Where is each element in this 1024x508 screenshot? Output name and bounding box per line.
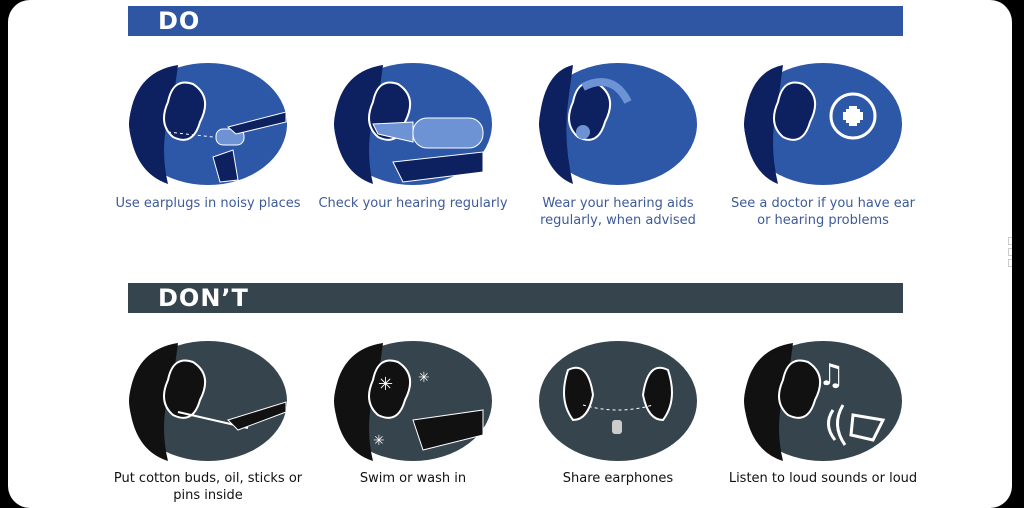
dont-header: DON’T — [128, 283, 903, 313]
do-item-hearing-aids: Wear your hearing aids regularly, when a… — [518, 62, 718, 229]
hearing-aid-icon — [539, 63, 697, 185]
caption: Swim or wash in — [359, 471, 467, 486]
caption: See a doctor if you have ear or hearing … — [730, 196, 916, 228]
do-item-check-hearing: Check your hearing regularly — [313, 62, 513, 212]
dont-item-swim: ✳ ✳ ✳ Swim or wash in — [313, 340, 513, 487]
caption: Listen to loud sounds or loud — [728, 471, 918, 486]
svg-text:✳: ✳ — [418, 370, 430, 386]
caption: Use earplugs in noisy places — [115, 196, 301, 211]
svg-text:✳: ✳ — [378, 374, 393, 395]
caption: Share earphones — [562, 471, 674, 486]
otoscope-icon — [334, 63, 492, 185]
caption: Wear your hearing aids regularly, when a… — [540, 196, 696, 228]
dirty-water-icon: ✳ ✳ ✳ — [334, 341, 492, 461]
do-item-see-doctor: See a doctor if you have ear or hearing … — [723, 62, 923, 229]
dont-item-cotton-buds: Put cotton buds, oil, sticks or pins ins… — [108, 340, 308, 504]
earphones-icon — [539, 341, 697, 461]
page-navigation-indicator[interactable] — [1008, 237, 1012, 270]
earplug-icon — [129, 63, 287, 185]
cotton-bud-icon — [129, 341, 287, 461]
dont-item-share-earphones: Share earphones — [518, 340, 718, 487]
svg-text:✳: ✳ — [373, 433, 385, 449]
do-header: DO — [128, 6, 903, 36]
loud-music-icon: ♫ — [744, 341, 902, 461]
medical-cross-icon — [744, 63, 902, 185]
caption: Put cotton buds, oil, sticks or pins ins… — [113, 471, 303, 503]
svg-text:♫: ♫ — [818, 358, 845, 393]
do-item-earplugs: Use earplugs in noisy places — [108, 62, 308, 212]
infographic-viewer: DO Use earplugs in noisy places Check yo… — [8, 0, 1012, 508]
caption: Check your hearing regularly — [318, 196, 508, 211]
dont-item-loud-sounds: ♫ Listen to loud sounds or loud — [723, 340, 923, 487]
